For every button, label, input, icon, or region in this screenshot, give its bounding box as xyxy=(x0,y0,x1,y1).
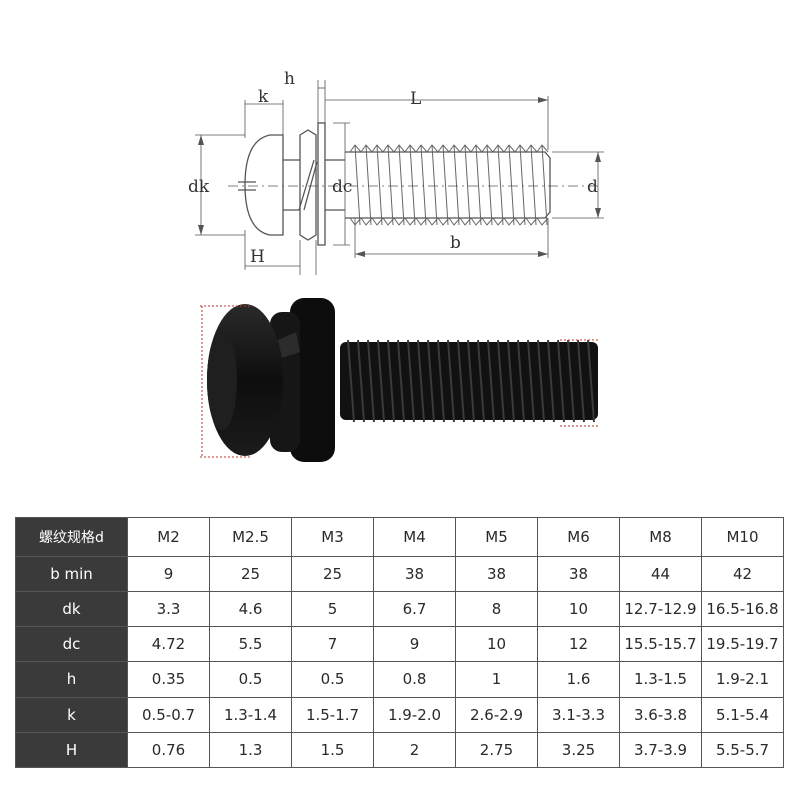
spec-table-row-label: k xyxy=(15,696,128,733)
spec-table-cell: 2.6-2.9 xyxy=(455,696,538,733)
dim-label-k: k xyxy=(258,87,269,107)
spec-table-cell: 38 xyxy=(537,555,620,593)
spec-table-cell: 10 xyxy=(455,626,538,663)
spec-table-cell: 38 xyxy=(373,555,456,593)
spec-table-cell: 4.72 xyxy=(127,626,210,663)
spec-table-cell: 12.7-12.9 xyxy=(619,591,702,628)
spec-table-cell: 2 xyxy=(373,731,456,769)
spec-table-cell: 1.5 xyxy=(291,731,374,769)
dim-label-h: h xyxy=(284,69,295,89)
spec-table-cell: 0.5-0.7 xyxy=(127,696,210,733)
spec-table-cell: 1.3-1.5 xyxy=(619,661,702,698)
spec-table-cell: 0.35 xyxy=(127,661,210,698)
dim-label-b: b xyxy=(450,233,461,253)
spec-table-cell: 1.9-2.0 xyxy=(373,696,456,733)
spec-table-size-header: M2.5 xyxy=(209,517,292,557)
dim-label-dk: dk xyxy=(188,177,210,197)
spec-table-cell: 5 xyxy=(291,591,374,628)
spec-table-cell: 3.6-3.8 xyxy=(619,696,702,733)
dim-label-H: H xyxy=(250,247,265,267)
spec-table-cell: 1.9-2.1 xyxy=(701,661,784,698)
spec-table-row-label: h xyxy=(15,661,128,698)
spec-table-cell: 5.5 xyxy=(209,626,292,663)
spec-table-cell: 9 xyxy=(373,626,456,663)
spec-table-cell: 25 xyxy=(291,555,374,593)
dim-label-d: d xyxy=(587,177,598,197)
spec-table-cell: 6.7 xyxy=(373,591,456,628)
spec-table-cell: 0.8 xyxy=(373,661,456,698)
spec-table-cell: 8 xyxy=(455,591,538,628)
spec-table-cell: 44 xyxy=(619,555,702,593)
spec-table-size-header: M10 xyxy=(701,517,784,557)
spec-table-cell: 9 xyxy=(127,555,210,593)
spec-table-cell: 1.6 xyxy=(537,661,620,698)
spec-table-cell: 7 xyxy=(291,626,374,663)
spec-table-size-header: M4 xyxy=(373,517,456,557)
screw-product-photo xyxy=(200,298,600,462)
spec-table-cell: 5.1-5.4 xyxy=(701,696,784,733)
dim-label-dc: dc xyxy=(332,177,352,197)
spec-table-cell: 19.5-19.7 xyxy=(701,626,784,663)
spec-table-cell: 10 xyxy=(537,591,620,628)
spec-table-cell: 5.5-5.7 xyxy=(701,731,784,769)
spec-table-cell: 3.7-3.9 xyxy=(619,731,702,769)
spec-table-cell: 16.5-16.8 xyxy=(701,591,784,628)
spec-table-row-label: H xyxy=(15,731,128,769)
spec-table-cell: 0.5 xyxy=(209,661,292,698)
spec-table-row-label: b min xyxy=(15,555,128,593)
spec-table-cell: 0.76 xyxy=(127,731,210,769)
spec-table-cell: 42 xyxy=(701,555,784,593)
spec-table-size-header: M8 xyxy=(619,517,702,557)
spec-table-cell: 38 xyxy=(455,555,538,593)
screw-technical-drawing: k h L dk dc d H b xyxy=(188,69,604,275)
spec-table-cell: 1.3-1.4 xyxy=(209,696,292,733)
spec-table-cell: 15.5-15.7 xyxy=(619,626,702,663)
spec-table-cell: 0.5 xyxy=(291,661,374,698)
spec-table-cell: 3.3 xyxy=(127,591,210,628)
spec-table-header-label: 螺纹规格d xyxy=(15,517,128,557)
spec-table-cell: 1.3 xyxy=(209,731,292,769)
spec-table-size-header: M5 xyxy=(455,517,538,557)
spec-table-row-label: dk xyxy=(15,591,128,628)
spec-table-size-header: M6 xyxy=(537,517,620,557)
spec-table-cell: 1 xyxy=(455,661,538,698)
spec-table-cell: 2.75 xyxy=(455,731,538,769)
spec-table-cell: 1.5-1.7 xyxy=(291,696,374,733)
spec-table-cell: 3.1-3.3 xyxy=(537,696,620,733)
spec-table-cell: 12 xyxy=(537,626,620,663)
spec-table-cell: 4.6 xyxy=(209,591,292,628)
spec-table-cell: 3.25 xyxy=(537,731,620,769)
spec-table-cell: 25 xyxy=(209,555,292,593)
spec-table-size-header: M2 xyxy=(127,517,210,557)
dim-label-L: L xyxy=(410,89,421,109)
spec-table-size-header: M3 xyxy=(291,517,374,557)
spec-table-row-label: dc xyxy=(15,626,128,663)
